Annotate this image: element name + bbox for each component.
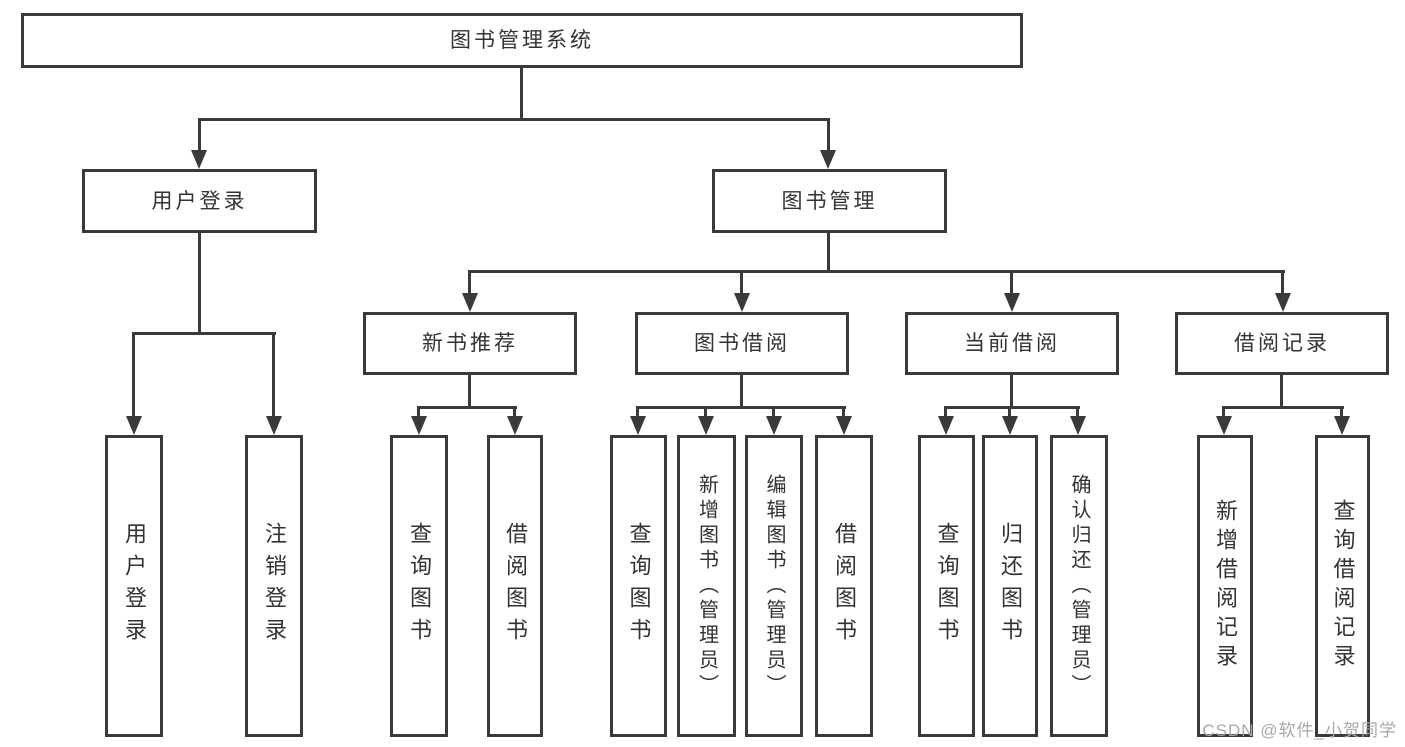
connector-borrowing-records-bar (1222, 406, 1344, 409)
connector-root-stem (520, 68, 523, 120)
connector-current-borrowing-stem (1010, 375, 1013, 408)
arrow-down-icon (191, 150, 207, 169)
node-user-login: 用户登录 (82, 169, 317, 233)
leaf-user-login: 用户登录 (105, 435, 163, 737)
arrow-down-icon (1070, 416, 1086, 435)
arrow-down-icon (1275, 293, 1291, 312)
arrow-down-icon (734, 293, 750, 312)
connector-new-book-bar (417, 406, 517, 409)
arrow-down-icon (462, 293, 478, 312)
arrow-down-icon (1002, 416, 1018, 435)
connector-drop-book-borrowing (740, 270, 743, 295)
arrow-down-icon (836, 416, 852, 435)
leaf-borrow-books-2: 借阅图书 (815, 435, 873, 737)
connector-drop (772, 406, 775, 418)
connector-drop-current-borrowing (1010, 270, 1013, 295)
leaf-return-book: 归还图书 (982, 435, 1038, 737)
arrow-down-icon (1216, 416, 1232, 435)
node-library-system: 图书管理系统 (21, 13, 1023, 68)
arrow-down-icon (1004, 293, 1020, 312)
connector-drop (1222, 406, 1225, 418)
connector-drop (1008, 406, 1011, 418)
node-new-book-recommend: 新书推荐 (363, 312, 577, 375)
connector-level1-bar (198, 118, 830, 121)
connector-book-borrowing-stem (740, 375, 743, 408)
connector-level2-bar (468, 270, 1285, 273)
connector-drop (636, 406, 639, 418)
connector-drop (1076, 406, 1079, 418)
arrow-down-icon (630, 416, 646, 435)
connector-book-management-stem (827, 233, 830, 272)
leaf-confirm-return-admin: 确认归还（管理员） (1050, 435, 1108, 737)
connector-drop-borrowing-records (1281, 270, 1284, 295)
connector-drop-user-login (198, 118, 201, 152)
arrow-down-icon (1334, 416, 1350, 435)
connector-drop (944, 406, 947, 418)
connector-book-borrowing-bar (636, 406, 846, 409)
leaf-borrow-books-1: 借阅图书 (487, 435, 543, 737)
connector-new-book-stem (468, 375, 471, 408)
leaf-add-book-admin: 新增图书（管理员） (677, 435, 736, 737)
watermark: CSDN @软件_小贺同学 (1202, 721, 1397, 740)
arrow-down-icon (698, 416, 714, 435)
connector-drop-leaf-user-login (132, 332, 135, 416)
arrow-down-icon (411, 416, 427, 435)
connector-drop (1340, 406, 1343, 418)
leaf-logout: 注销登录 (245, 435, 303, 737)
arrow-down-icon (266, 416, 282, 435)
leaf-query-books-2: 查询图书 (610, 435, 667, 737)
arrow-down-icon (126, 416, 142, 435)
connector-drop (704, 406, 707, 418)
node-book-borrowing: 图书借阅 (635, 312, 849, 375)
connector-drop (842, 406, 845, 418)
arrow-down-icon (766, 416, 782, 435)
leaf-edit-book-admin: 编辑图书（管理员） (745, 435, 803, 737)
connector-user-login-stem (198, 233, 201, 334)
connector-drop-new-book (468, 270, 471, 295)
leaf-query-borrow-record: 查询借阅记录 (1315, 435, 1370, 737)
node-borrowing-records: 借阅记录 (1175, 312, 1389, 375)
leaf-query-books-3: 查询图书 (918, 435, 975, 737)
connector-drop (417, 406, 420, 418)
connector-user-login-bar (132, 332, 276, 335)
leaf-add-borrow-record: 新增借阅记录 (1197, 435, 1253, 737)
connector-drop-book-management (827, 118, 830, 152)
arrow-down-icon (507, 416, 523, 435)
connector-current-borrowing-bar (944, 406, 1080, 409)
connector-drop-leaf-logout (272, 332, 275, 416)
connector-borrowing-records-stem (1280, 375, 1283, 408)
arrow-down-icon (820, 150, 836, 169)
connector-drop (513, 406, 516, 418)
node-current-borrowing: 当前借阅 (905, 312, 1119, 375)
node-book-management: 图书管理 (712, 169, 947, 233)
leaf-query-books-1: 查询图书 (390, 435, 448, 737)
arrow-down-icon (938, 416, 954, 435)
